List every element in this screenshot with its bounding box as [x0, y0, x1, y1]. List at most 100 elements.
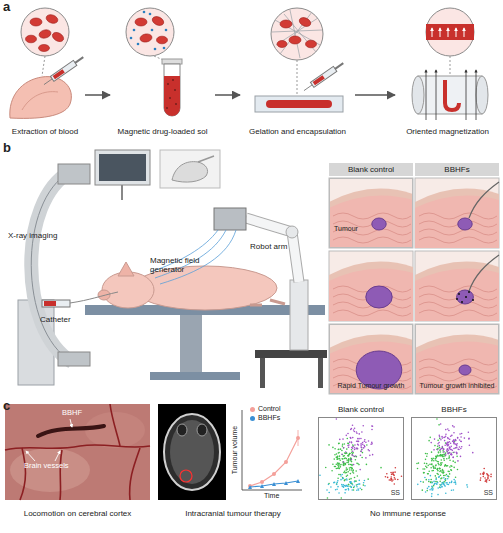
- flow-cytometry-dots: [319, 474, 321, 476]
- flow-cytometry-dots: [483, 468, 485, 470]
- flow-cytometry-dots: [447, 465, 449, 467]
- flow-cytometry-dots: [345, 489, 347, 491]
- flow-cytometry-dots: [343, 463, 345, 465]
- flow-cytometry-dots: [336, 453, 338, 455]
- flow-cytometry-dots: [337, 449, 339, 451]
- brain-cell-image: [372, 218, 386, 230]
- flow-cytometry-dots: [349, 469, 351, 471]
- gelation-illustration: [302, 61, 345, 93]
- flow-cytometry-dots: [437, 469, 439, 471]
- flow-cytometry-dots: [350, 486, 352, 488]
- flow-cytometry-dots: [448, 453, 450, 455]
- flow-cytometry-dots: [337, 477, 339, 479]
- flow-cytometry-dots: [482, 473, 484, 475]
- tumour-volume-chart: [250, 481, 298, 487]
- magnetization-illustration: [412, 76, 424, 114]
- flow-cytometry-dots: [453, 489, 455, 491]
- flow-cytometry-dots: [490, 474, 492, 476]
- flow-cytometry-dots: [431, 489, 433, 491]
- flow-cytometry-dots: [338, 474, 340, 476]
- flow-cytometry-dots: [344, 457, 346, 459]
- flow-cytometry-dots: [441, 462, 443, 464]
- flow-cytometry-dots: [345, 452, 347, 454]
- brain-cell-image: [468, 291, 470, 293]
- flow-cytometry-dots: [364, 485, 366, 487]
- flow-cytometry-dots: [362, 452, 364, 454]
- flow-cytometry-dots: [440, 464, 442, 466]
- flow-cytometry-dots: [437, 440, 439, 442]
- flow-cytometry-dots: [437, 482, 439, 484]
- flow-arrow: [355, 94, 395, 96]
- brain-cell-image: [333, 213, 411, 219]
- flow-cytometry-dots: [350, 473, 352, 475]
- flow-cytometry-dots: [332, 463, 334, 465]
- flow-cytometry-dots: [445, 492, 447, 494]
- flow-cytometry-dots: [449, 452, 451, 454]
- flow-cytometry-dots: [341, 474, 343, 476]
- cortex-photo: [60, 450, 62, 500]
- flow-cytometry-dots: [436, 481, 438, 483]
- flow-cytometry-dots: [447, 445, 449, 447]
- flow-cytometry-dots: [346, 469, 348, 471]
- flow-cytometry-dots: [423, 472, 425, 474]
- image-cell: Tumour growth inhibited: [415, 324, 499, 394]
- flow-cytometry-dots: [454, 443, 456, 445]
- axis-label: Time: [264, 492, 279, 500]
- cortex-photo: [26, 451, 35, 461]
- flow-cytometry-dots: [346, 438, 348, 440]
- flow-cytometry-dots: [434, 445, 436, 447]
- flow-cytometry-dots: [338, 442, 340, 444]
- magnetization-illustration: [440, 28, 441, 37]
- flow-cytometry-dots: [438, 476, 440, 478]
- flow-cytometry-dots: [338, 458, 340, 460]
- gelation-illustration: [306, 40, 317, 48]
- flow-cytometry-dots: [459, 446, 461, 448]
- flow-cytometry-dots: [427, 488, 429, 490]
- brain-cell-image: [415, 335, 499, 394]
- ct-scan-image: [158, 404, 226, 500]
- flow-cytometry-dots: [441, 477, 443, 479]
- flow-cytometry-dots: [345, 489, 347, 491]
- part-label: Catheter: [40, 316, 71, 325]
- flow-cytometry-dots: [456, 445, 458, 447]
- flow-cytometry-dots: [448, 476, 450, 478]
- robot-arm-illustration: [286, 226, 298, 238]
- cell-caption: Tumour growth inhibited: [416, 382, 498, 390]
- flow-cytometry-dots: [456, 456, 458, 458]
- flow-cytometry-dots: [364, 480, 366, 482]
- flow-cytometry-dots: [357, 475, 359, 477]
- drug-loaded-sol-illustration: [133, 29, 136, 32]
- drug-loaded-sol-illustration: [162, 59, 182, 64]
- flow-cytometry-dots: [438, 451, 440, 453]
- brain-cell-image: [329, 335, 413, 394]
- flow-cytometry-dots: [434, 467, 436, 469]
- pig-illustration: [102, 272, 154, 308]
- flow-cytometry-dots: [342, 461, 344, 463]
- ct-scan-image: [177, 424, 187, 436]
- magnetization-illustration: [448, 28, 449, 37]
- flow-cytometry-dots: [348, 464, 350, 466]
- flow-cytometry-dots: [425, 491, 427, 493]
- flow-cytometry-dots: [441, 454, 443, 456]
- flow-cytometry-dots: [358, 444, 360, 446]
- flow-cytometry-dots: [342, 485, 344, 487]
- blood-extraction-illustration: [50, 60, 76, 81]
- flow-cytometry-dots: [338, 463, 340, 465]
- flow-cytometry-dots: [441, 471, 443, 473]
- flow-cytometry-dots: [443, 451, 445, 453]
- gelation-illustration: [313, 75, 325, 85]
- flow-cytometry-dots: [430, 482, 432, 484]
- legend-text: Control: [258, 405, 281, 412]
- flow-cytometry-dots: [338, 443, 340, 445]
- gelation-illustration: [298, 16, 312, 28]
- flow-cytometry-dots: [443, 481, 445, 483]
- flow-cytometry-dots: [439, 468, 441, 470]
- flow-cytometry-dots: [354, 449, 356, 451]
- flow-cytometry-dots: [440, 487, 442, 489]
- flow-cytometry-dots: [342, 445, 344, 447]
- flow-cytometry-dots: [456, 447, 458, 449]
- ct-scan-image: [164, 414, 220, 490]
- flow-cytometry-dots: [427, 473, 429, 475]
- flow-cytometry-dots: [385, 476, 387, 478]
